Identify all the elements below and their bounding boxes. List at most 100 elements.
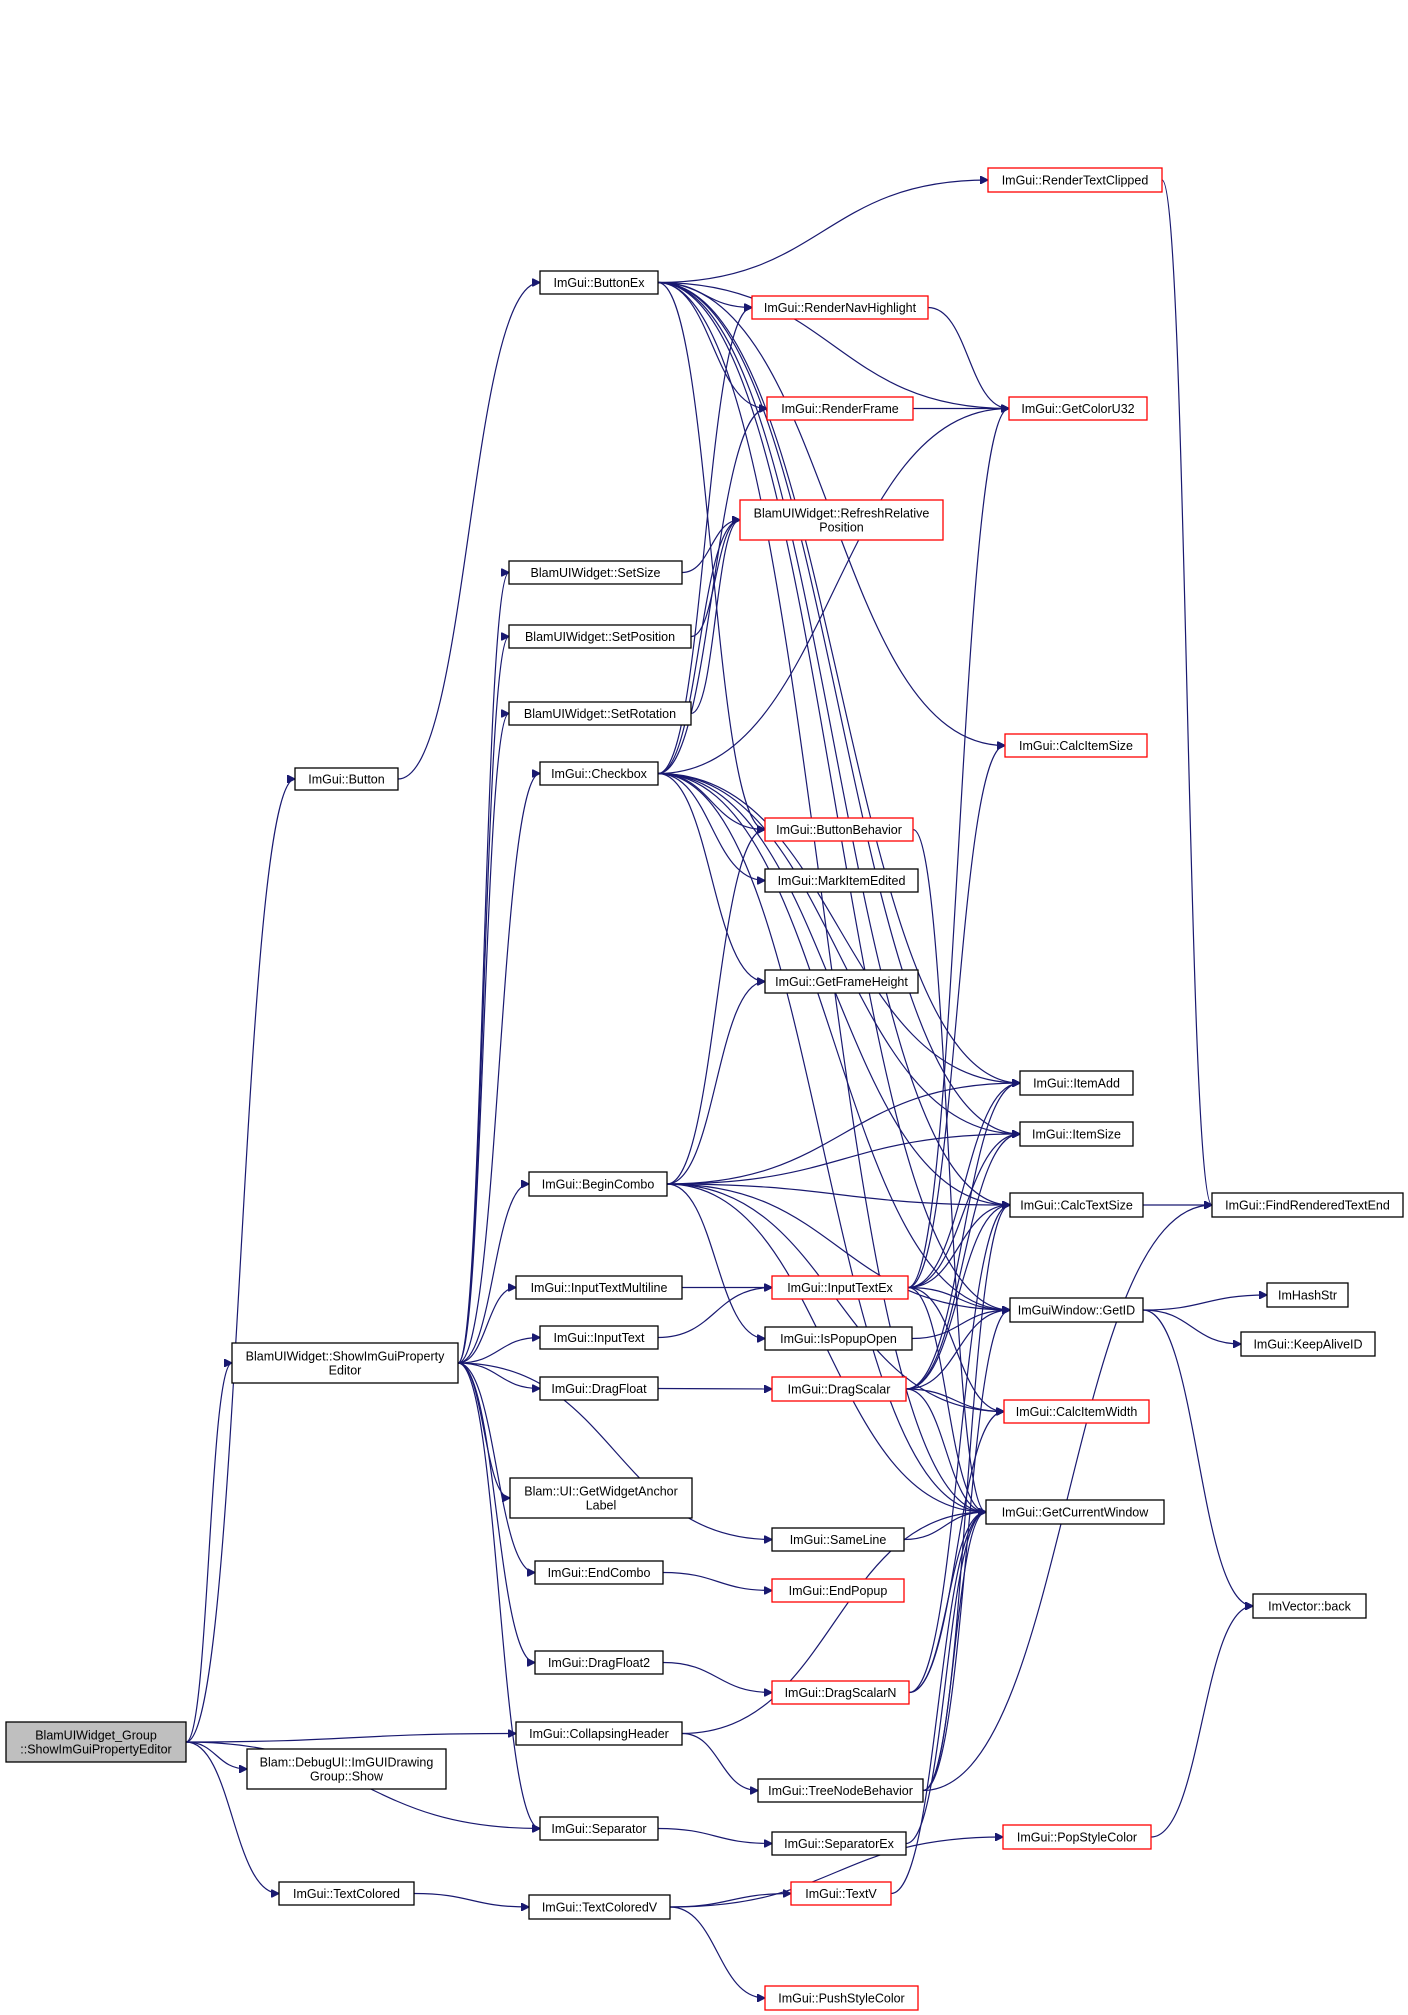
node-calcitemsize[interactable]: ImGui::CalcItemSize xyxy=(1004,733,1148,758)
node-findrendered[interactable]: ImGui::FindRenderedTextEnd xyxy=(1211,1192,1404,1218)
node-buttonex[interactable]: ImGui::ButtonEx xyxy=(539,270,659,295)
node-textcolored-box[interactable] xyxy=(278,1881,415,1906)
node-buttonbehavior-box[interactable] xyxy=(764,817,914,842)
node-separator[interactable]: ImGui::Separator xyxy=(539,1816,659,1841)
node-imhashstr[interactable]: ImHashStr xyxy=(1266,1282,1349,1308)
node-getcurrentwindow-box[interactable] xyxy=(985,1499,1165,1525)
node-dragscalar-box[interactable] xyxy=(771,1376,907,1402)
node-ispopupopen[interactable]: ImGui::IsPopupOpen xyxy=(764,1326,913,1351)
node-root[interactable]: BlamUIWidget_Group::ShowImGuiPropertyEdi… xyxy=(5,1721,187,1763)
node-inputtextex-box[interactable] xyxy=(771,1275,909,1300)
node-inputtextmulti[interactable]: ImGui::InputTextMultiline xyxy=(515,1275,683,1300)
node-sameline[interactable]: ImGui::SameLine xyxy=(771,1527,905,1552)
node-popstylecolor[interactable]: ImGui::PopStyleColor xyxy=(1002,1824,1152,1850)
node-drawgroup-box[interactable] xyxy=(246,1748,447,1790)
node-buttonex-box[interactable] xyxy=(539,270,659,295)
node-textcolored[interactable]: ImGui::TextColored xyxy=(278,1881,415,1906)
node-inputtextmulti-box[interactable] xyxy=(515,1275,683,1300)
node-dragfloat2[interactable]: ImGui::DragFloat2 xyxy=(534,1650,664,1675)
node-dragscalarn[interactable]: ImGui::DragScalarN xyxy=(771,1680,910,1705)
node-button[interactable]: ImGui::Button xyxy=(294,767,399,791)
node-root-box[interactable] xyxy=(5,1721,187,1763)
node-getframeheight-box[interactable] xyxy=(764,969,919,994)
node-calcitemsize-box[interactable] xyxy=(1004,733,1148,758)
node-endcombo[interactable]: ImGui::EndCombo xyxy=(534,1560,664,1585)
node-calcitemwidth[interactable]: ImGui::CalcItemWidth xyxy=(1003,1399,1150,1424)
node-pushstylecolor[interactable]: ImGui::PushStyleColor xyxy=(764,1985,919,2011)
node-imhashstr-box[interactable] xyxy=(1266,1282,1349,1308)
node-setrotation[interactable]: BlamUIWidget::SetRotation xyxy=(508,701,692,726)
node-inputtext-box[interactable] xyxy=(539,1325,659,1350)
node-calctextsize-box[interactable] xyxy=(1009,1192,1144,1218)
node-textv[interactable]: ImGui::TextV xyxy=(790,1881,892,1906)
node-rendertextclipped-box[interactable] xyxy=(987,167,1163,193)
node-vectorback-box[interactable] xyxy=(1252,1593,1367,1619)
node-textcoloredv[interactable]: ImGui::TextColoredV xyxy=(528,1894,671,1920)
node-rendernavhighlight-box[interactable] xyxy=(751,295,929,320)
node-textcoloredv-box[interactable] xyxy=(528,1894,671,1920)
node-setsize-box[interactable] xyxy=(508,560,683,585)
node-itemadd-box[interactable] xyxy=(1019,1070,1134,1096)
node-findrendered-box[interactable] xyxy=(1211,1192,1404,1218)
node-inputtextex[interactable]: ImGui::InputTextEx xyxy=(771,1275,909,1300)
node-separator-box[interactable] xyxy=(539,1816,659,1841)
node-calctextsize[interactable]: ImGui::CalcTextSize xyxy=(1009,1192,1144,1218)
node-calcitemwidth-box[interactable] xyxy=(1003,1399,1150,1424)
node-separatorex-box[interactable] xyxy=(771,1831,907,1856)
node-begincombo-box[interactable] xyxy=(528,1171,668,1197)
node-sameline-box[interactable] xyxy=(771,1527,905,1552)
node-ispopupopen-box[interactable] xyxy=(764,1326,913,1351)
node-keepaliveid-box[interactable] xyxy=(1240,1331,1376,1357)
node-itemsize[interactable]: ImGui::ItemSize xyxy=(1019,1121,1134,1147)
node-keepaliveid[interactable]: ImGui::KeepAliveID xyxy=(1240,1331,1376,1357)
node-show-box[interactable] xyxy=(231,1342,459,1384)
node-dragfloat[interactable]: ImGui::DragFloat xyxy=(539,1376,659,1401)
node-endpopup-box[interactable] xyxy=(771,1578,905,1603)
node-button-box[interactable] xyxy=(294,767,399,791)
node-popstylecolor-box[interactable] xyxy=(1002,1824,1152,1850)
node-vectorback[interactable]: ImVector::back xyxy=(1252,1593,1367,1619)
node-dragscalarn-box[interactable] xyxy=(771,1680,910,1705)
node-dragscalar[interactable]: ImGui::DragScalar xyxy=(771,1376,907,1402)
node-pushstylecolor-box[interactable] xyxy=(764,1985,919,2011)
node-getcoloru32[interactable]: ImGui::GetColorU32 xyxy=(1008,396,1148,421)
node-getanchor-box[interactable] xyxy=(509,1477,693,1519)
node-refreshrel-box[interactable] xyxy=(739,499,944,541)
node-inputtext[interactable]: ImGui::InputText xyxy=(539,1325,659,1350)
node-rendertextclipped[interactable]: ImGui::RenderTextClipped xyxy=(987,167,1163,193)
node-checkbox-box[interactable] xyxy=(539,761,659,786)
node-renderframe[interactable]: ImGui::RenderFrame xyxy=(766,396,914,421)
node-itemadd[interactable]: ImGui::ItemAdd xyxy=(1019,1070,1134,1096)
node-itemsize-box[interactable] xyxy=(1019,1121,1134,1147)
node-buttonbehavior[interactable]: ImGui::ButtonBehavior xyxy=(764,817,914,842)
node-getid-box[interactable] xyxy=(1009,1297,1144,1323)
node-endcombo-box[interactable] xyxy=(534,1560,664,1585)
node-renderframe-box[interactable] xyxy=(766,396,914,421)
node-setposition[interactable]: BlamUIWidget::SetPosition xyxy=(508,624,692,649)
node-setrotation-box[interactable] xyxy=(508,701,692,726)
node-begincombo[interactable]: ImGui::BeginCombo xyxy=(528,1171,668,1197)
node-treenodebehavior[interactable]: ImGui::TreeNodeBehavior xyxy=(757,1778,924,1803)
node-getframeheight[interactable]: ImGui::GetFrameHeight xyxy=(764,969,919,994)
node-treenodebehavior-box[interactable] xyxy=(757,1778,924,1803)
node-separatorex[interactable]: ImGui::SeparatorEx xyxy=(771,1831,907,1856)
node-collapsing-box[interactable] xyxy=(515,1721,683,1746)
node-getid[interactable]: ImGuiWindow::GetID xyxy=(1009,1297,1144,1323)
node-dragfloat-box[interactable] xyxy=(539,1376,659,1401)
node-setposition-box[interactable] xyxy=(508,624,692,649)
node-dragfloat2-box[interactable] xyxy=(534,1650,664,1675)
node-endpopup[interactable]: ImGui::EndPopup xyxy=(771,1578,905,1603)
node-textv-box[interactable] xyxy=(790,1881,892,1906)
node-getcoloru32-box[interactable] xyxy=(1008,396,1148,421)
node-checkbox[interactable]: ImGui::Checkbox xyxy=(539,761,659,786)
node-show[interactable]: BlamUIWidget::ShowImGuiPropertyEditor xyxy=(231,1342,459,1384)
node-rendernavhighlight[interactable]: ImGui::RenderNavHighlight xyxy=(751,295,929,320)
node-getcurrentwindow[interactable]: ImGui::GetCurrentWindow xyxy=(985,1499,1165,1525)
node-setsize[interactable]: BlamUIWidget::SetSize xyxy=(508,560,683,585)
node-markitemedited-box[interactable] xyxy=(764,868,919,893)
node-collapsing[interactable]: ImGui::CollapsingHeader xyxy=(515,1721,683,1746)
node-markitemedited[interactable]: ImGui::MarkItemEdited xyxy=(764,868,919,893)
